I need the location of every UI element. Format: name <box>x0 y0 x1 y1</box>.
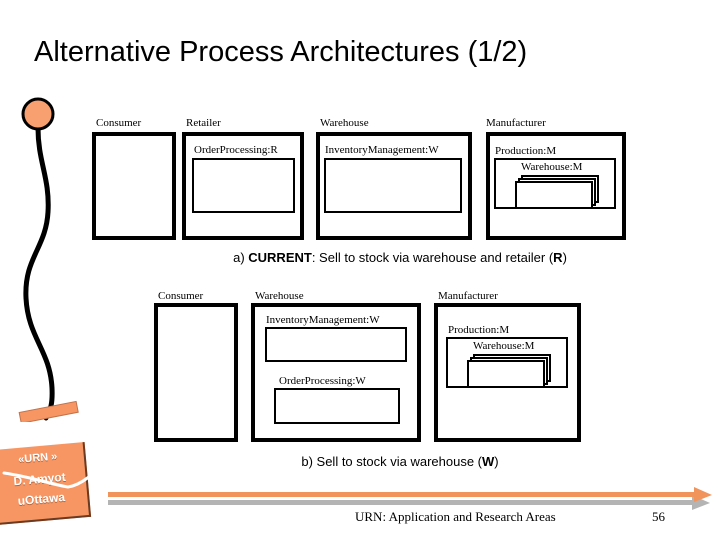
label-consumer-b: Consumer <box>158 290 204 302</box>
component-box-inventory-management-w-b <box>265 327 407 362</box>
label-consumer-a: Consumer <box>96 117 142 129</box>
label-warehouse-m-b: Warehouse:M <box>473 340 535 352</box>
label-retailer-a: Retailer <box>186 117 221 129</box>
actor-box-consumer-a <box>92 132 176 240</box>
caption-b-bold: W <box>482 454 495 469</box>
caption-a-bold2: R <box>553 250 563 265</box>
component-stack-warehouse-m-b <box>467 354 553 390</box>
caption-b-prefix: b) Sell to stock via warehouse ( <box>301 454 482 469</box>
component-box-order-processing-r <box>192 158 295 213</box>
logo-line-urn: «URN » <box>17 450 58 466</box>
logo-plate: «URN » D. Amyot uOttawa <box>0 442 92 525</box>
decorative-pin-icon <box>18 97 79 422</box>
component-box-order-processing-w-b <box>274 388 400 424</box>
caption-a-end: ) <box>562 250 567 265</box>
footer-title: URN: Application and Research Areas <box>355 509 556 524</box>
label-warehouse-m-a: Warehouse:M <box>521 161 583 173</box>
label-inventory-management-w-a: InventoryManagement:W <box>325 144 439 156</box>
label-order-processing-w-b: OrderProcessing:W <box>279 375 366 387</box>
page-title: Alternative Process Architectures (1/2) <box>34 36 528 68</box>
page-number: 56 <box>652 509 665 524</box>
label-warehouse-b: Warehouse <box>255 290 304 302</box>
caption-diagram-a: a) CURRENT: Sell to stock via warehouse … <box>130 250 670 265</box>
caption-a-rest: : Sell to stock via warehouse and retail… <box>311 250 554 265</box>
component-box-inventory-management-w-a <box>324 158 462 213</box>
caption-a-prefix: a) <box>233 250 249 265</box>
caption-b-end: ) <box>494 454 499 469</box>
caption-a-bold: CURRENT <box>248 250 312 265</box>
component-stack-warehouse-m-a <box>515 175 601 211</box>
label-warehouse-a: Warehouse <box>320 117 369 129</box>
label-inventory-management-w-b: InventoryManagement:W <box>266 314 380 326</box>
logo-line-institution: uOttawa <box>17 489 66 509</box>
label-order-processing-r: OrderProcessing:R <box>194 144 278 156</box>
label-production-m-b: Production:M <box>448 324 510 336</box>
footer-arrow-decoration <box>108 487 712 510</box>
label-manufacturer-a: Manufacturer <box>486 117 546 129</box>
label-manufacturer-b: Manufacturer <box>438 290 498 302</box>
logo-line-author: D. Amyot <box>12 469 67 489</box>
actor-box-consumer-b <box>154 303 238 442</box>
caption-diagram-b: b) Sell to stock via warehouse (W) <box>190 454 610 469</box>
label-production-m-a: Production:M <box>495 145 557 157</box>
